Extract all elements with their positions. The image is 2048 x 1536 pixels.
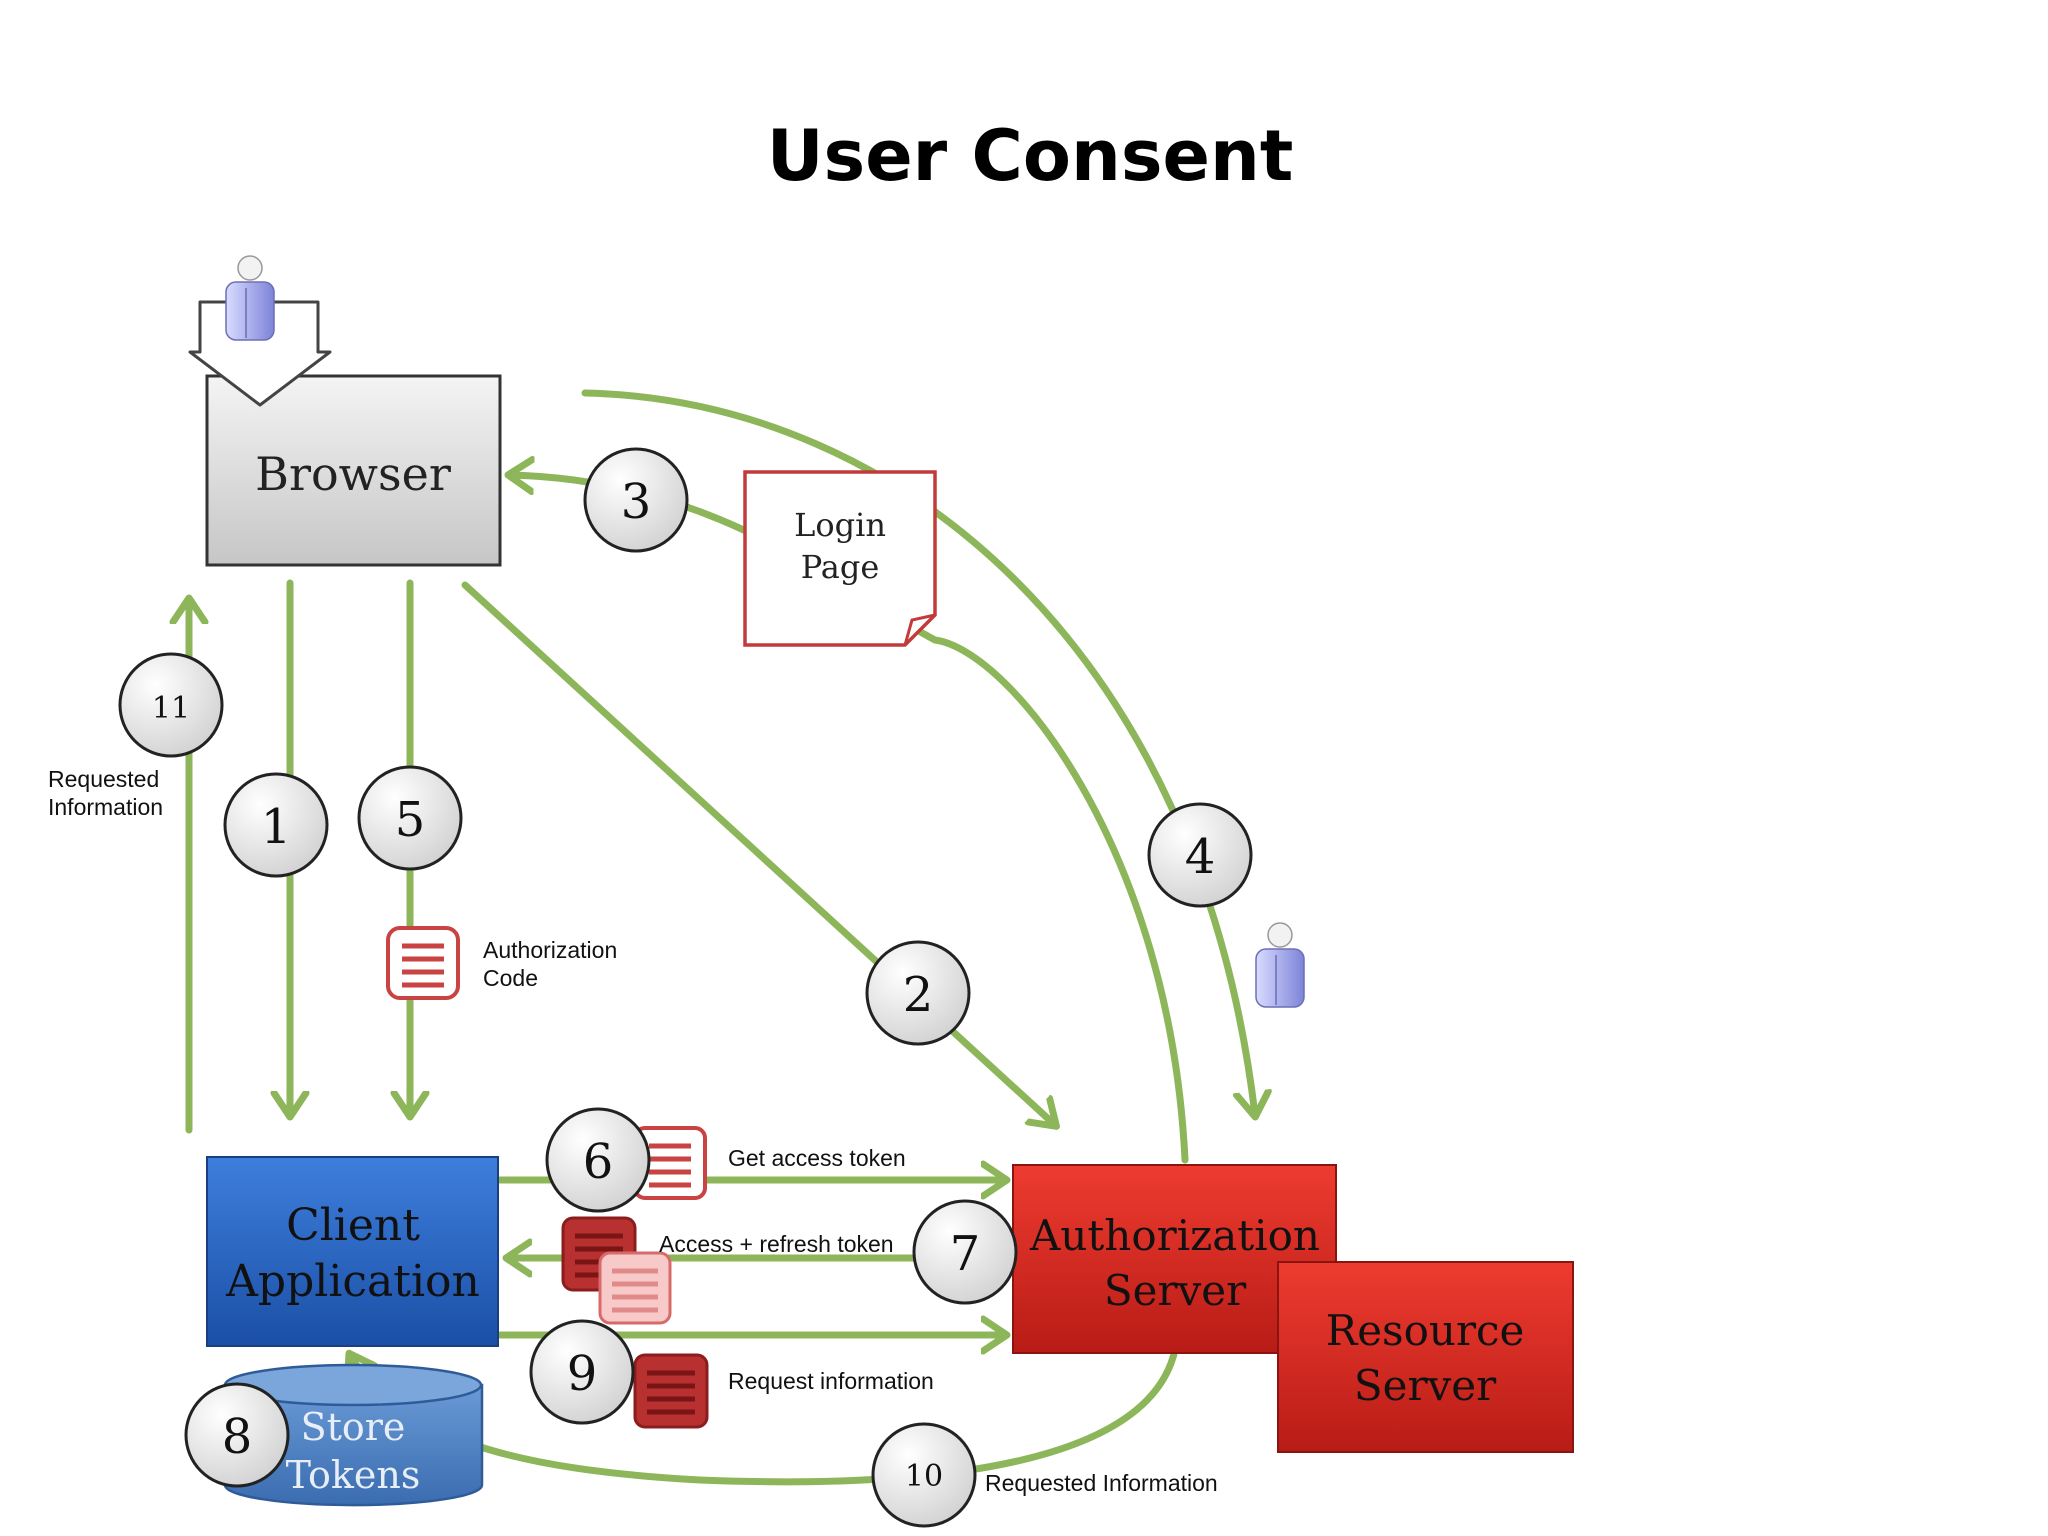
label-auth-code-line2: Code <box>483 965 538 991</box>
page-title: User Consent <box>767 115 1294 197</box>
step-circle-11 <box>118 652 224 758</box>
token-icon <box>633 1126 707 1200</box>
step-circle-4 <box>1147 802 1253 908</box>
browser-label: Browser <box>255 447 451 501</box>
step-number-11: 11 <box>152 691 190 726</box>
arrow-step-2 <box>461 581 1055 1125</box>
step-number-2: 2 <box>903 967 934 1023</box>
step-number-1: 1 <box>261 799 292 855</box>
step-circle-9 <box>529 1319 635 1425</box>
step-circle-2 <box>865 940 971 1046</box>
step-circle-8 <box>184 1382 290 1488</box>
resource-line1: Resource <box>1326 1306 1525 1355</box>
step-circle-6 <box>545 1107 651 1213</box>
label-access-refresh-token: Access + refresh token <box>659 1231 894 1257</box>
step-circle-7 <box>912 1199 1018 1305</box>
step-circle-10 <box>871 1422 977 1528</box>
user-entry-arrow <box>188 300 332 407</box>
client-application-box: Client Application <box>206 1156 499 1347</box>
label-requested-info-line1: Requested <box>48 766 159 792</box>
step-number-3: 3 <box>621 474 652 530</box>
token-icon <box>633 1353 709 1429</box>
client-line2: Application <box>225 1256 480 1307</box>
auth-line2: Server <box>1104 1266 1247 1315</box>
step-circle-3 <box>583 447 689 553</box>
user-icon <box>1255 922 1305 1008</box>
label-request-information: Request information <box>728 1368 934 1394</box>
step-circle-5 <box>357 765 463 871</box>
label-get-access-token: Get access token <box>728 1145 906 1171</box>
resource-server-box: Resource Server <box>1277 1261 1574 1453</box>
label-auth-code-line1: Authorization <box>483 937 617 963</box>
user-icon <box>225 255 275 341</box>
auth-line1: Authorization <box>1029 1211 1320 1260</box>
client-line1: Client <box>286 1200 420 1251</box>
step-circles <box>118 447 1253 1528</box>
login-page-line2: Page <box>801 548 880 586</box>
step-number-6: 6 <box>583 1134 614 1190</box>
step-number-8: 8 <box>222 1409 253 1465</box>
token-icon <box>386 926 460 1000</box>
store-line2: Tokens <box>286 1453 421 1497</box>
step-number-9: 9 <box>567 1346 598 1402</box>
login-page: Login Page <box>743 470 937 647</box>
step-circle-1 <box>223 772 329 878</box>
browser-box: Browser <box>205 374 502 567</box>
step-number-5: 5 <box>395 792 426 848</box>
label-requested-information: Requested Information <box>985 1470 1218 1496</box>
token-icon <box>598 1251 672 1325</box>
arrow-step-3 <box>931 636 1189 1164</box>
label-requested-info-line2: Information <box>48 794 163 820</box>
arrow-step-4 <box>581 389 1255 1115</box>
authorization-server-box: Authorization Server <box>1012 1164 1337 1354</box>
store-tokens-cylinder: Store Tokens <box>223 1363 484 1507</box>
step-number-4: 4 <box>1185 829 1216 885</box>
step-number-10: 10 <box>905 1459 943 1494</box>
login-page-line1: Login <box>794 506 886 544</box>
step-number-7: 7 <box>950 1226 981 1282</box>
resource-line2: Server <box>1354 1361 1497 1410</box>
store-line1: Store <box>301 1405 406 1449</box>
